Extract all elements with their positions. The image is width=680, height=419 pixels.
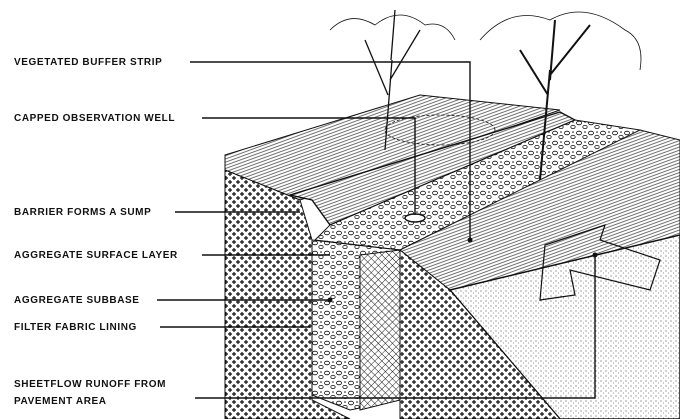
observation-well-cap xyxy=(404,213,426,223)
label-vegetated-buffer-strip: VEGETATED BUFFER STRIP xyxy=(14,57,163,68)
sheetflow-arrow xyxy=(539,224,661,301)
leader-dot xyxy=(467,237,473,243)
leader-sheetflow xyxy=(195,255,596,399)
leader-vegetated-buffer xyxy=(190,61,471,240)
label-barrier-forms-sump: BARRIER FORMS A SUMP xyxy=(14,207,152,218)
label-aggregate-surface-layer: AGGREGATE SURFACE LAYER xyxy=(14,250,178,261)
leader-observation-well xyxy=(202,117,416,215)
native-soil-right xyxy=(399,248,561,419)
tree-left xyxy=(329,9,456,151)
label-sheetflow-line2: PAVEMENT AREA xyxy=(14,396,107,407)
label-sheetflow-line1: SHEETFLOW RUNOFF FROM xyxy=(14,379,167,390)
leader-dot xyxy=(327,297,333,303)
shrub xyxy=(384,114,496,146)
filter-fabric xyxy=(359,249,401,411)
label-sheetflow-runoff: SHEETFLOW RUNOFF FROM PAVEMENT AREA xyxy=(14,376,166,410)
tree-right xyxy=(479,11,642,181)
leader-dot xyxy=(592,252,598,258)
native-soil-left xyxy=(224,169,351,419)
label-capped-observation-well: CAPPED OBSERVATION WELL xyxy=(14,113,176,124)
label-filter-fabric-lining: FILTER FABRIC LINING xyxy=(14,322,137,333)
label-aggregate-subbase: AGGREGATE SUBBASE xyxy=(14,295,140,306)
